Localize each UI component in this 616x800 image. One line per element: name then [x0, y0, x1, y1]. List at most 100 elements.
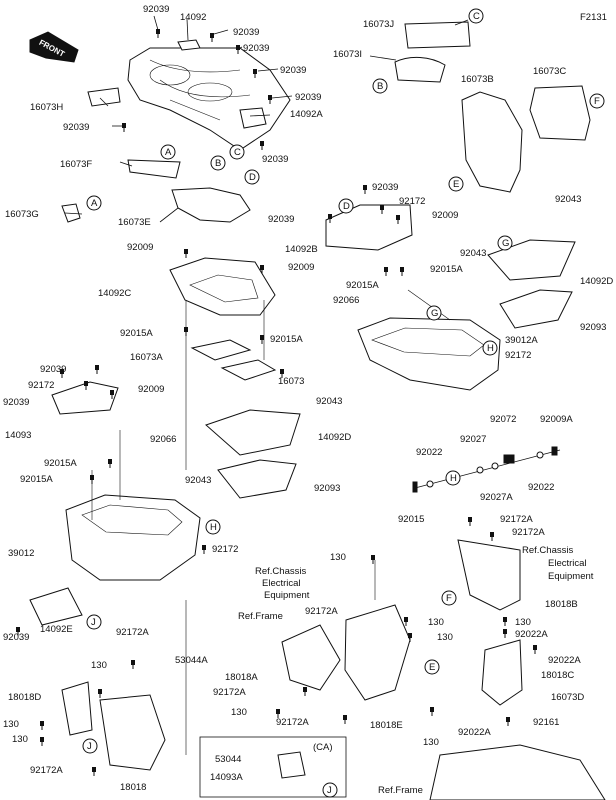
part-label-92039-i: 92039	[268, 214, 294, 225]
part-label-92043-a: 92043	[555, 194, 581, 205]
part-label-130-h: 130	[3, 719, 19, 730]
part-label-92039-d: 92039	[280, 65, 306, 76]
svg-text:J: J	[327, 785, 332, 796]
part-label-92009a: 92009A	[540, 414, 573, 425]
part-label-14092a: 14092A	[290, 109, 323, 120]
part-label-92039-l: 92039	[3, 632, 29, 643]
part-label-14093: 14093	[5, 430, 31, 441]
callout-b-1: B	[372, 78, 388, 94]
part-label-92172a-b: 92172A	[512, 527, 545, 538]
part-label-92015a-a: 92015A	[430, 264, 463, 275]
callout-h-3: H	[205, 519, 221, 535]
part-label-92161: 92161	[533, 717, 559, 728]
part-label-92027: 92027	[460, 434, 486, 445]
left-storage-box	[51, 381, 301, 581]
ref-chassis-note-top: Ref.Chassis Electrical Equipment	[255, 566, 310, 601]
part-label-92172a-a: 92172A	[500, 514, 533, 525]
left-upper-tray	[169, 257, 277, 381]
part-label-92039-e: 92039	[295, 92, 321, 103]
svg-text:G: G	[431, 308, 438, 319]
svg-text:C: C	[473, 11, 480, 22]
svg-text:A: A	[91, 198, 98, 209]
part-label-92022a-a: 92022A	[515, 629, 548, 640]
part-label-92172a-c: 92172A	[116, 627, 149, 638]
svg-text:E: E	[453, 179, 459, 190]
svg-text:F: F	[594, 96, 600, 107]
part-label-92066-a: 92066	[333, 295, 359, 306]
ref-frame-mid: Ref.Frame	[238, 611, 283, 622]
part-label-53044a: 53044A	[175, 655, 208, 666]
ref-chassis-top-line3: Equipment	[264, 590, 310, 601]
part-label-92039-c: 92039	[243, 43, 269, 54]
ca-box-title: (CA)	[313, 742, 333, 753]
part-label-130-g: 130	[91, 660, 107, 671]
part-label-16073c: 16073C	[533, 66, 566, 77]
callout-j-3: J	[322, 782, 338, 798]
part-label-130-c: 130	[515, 617, 531, 628]
part-label-92172a-e: 92172A	[213, 687, 246, 698]
part-label-14092d-b: 14092D	[318, 432, 351, 443]
svg-text:D: D	[343, 201, 350, 212]
part-label-16073e: 16073E	[118, 217, 151, 228]
part-label-92039-j: 92039	[40, 364, 66, 375]
part-label-16073i: 16073I	[333, 49, 362, 60]
part-label-92027a: 92027A	[480, 492, 513, 503]
part-label-92172-d: 92172	[212, 544, 238, 555]
svg-text:H: H	[487, 343, 494, 354]
callout-e-1: E	[448, 176, 464, 192]
callout-g-1: G	[497, 235, 513, 251]
part-label-92039-h: 92039	[372, 182, 398, 193]
ref-chassis-top-line1: Ref.Chassis	[255, 566, 306, 577]
part-label-39012a: 39012A	[505, 335, 538, 346]
svg-text:J: J	[87, 741, 92, 752]
callout-a-2: A	[86, 195, 102, 211]
svg-text:E: E	[429, 662, 435, 673]
front-arrow-icon: FRONT	[29, 31, 79, 63]
part-label-92009-a: 92009	[432, 210, 458, 221]
part-label-53044: 53044	[215, 754, 241, 765]
part-label-18018e: 18018E	[370, 720, 403, 731]
part-label-92022-a: 92022	[416, 447, 442, 458]
callout-circles: A B B C C D D E E A F F G G H H H J J J	[82, 8, 605, 798]
part-label-92172-b: 92172	[505, 350, 531, 361]
part-label-130-a: 130	[330, 552, 346, 563]
part-label-16073b: 16073B	[461, 74, 494, 85]
part-label-92043-b: 92043	[460, 248, 486, 259]
callout-d-2: D	[338, 198, 354, 214]
part-label-92093-a: 92093	[580, 322, 606, 333]
part-label-16073h: 16073H	[30, 102, 63, 113]
part-label-92043-c: 92043	[316, 396, 342, 407]
ref-frame-bottom: Ref.Frame	[378, 785, 423, 796]
part-label-92009-b: 92009	[127, 242, 153, 253]
part-label-16073f: 16073F	[60, 159, 92, 170]
callout-j-1: J	[86, 614, 102, 630]
part-label-92172a-d: 92172A	[305, 606, 338, 617]
ref-chassis-top-line2: Electrical	[262, 578, 301, 589]
top-right-covers	[394, 21, 591, 193]
callout-h-1: H	[482, 340, 498, 356]
part-label-92039-g: 92039	[262, 154, 288, 165]
part-label-92015: 92015	[398, 514, 424, 525]
part-label-92172-c: 92172	[28, 380, 54, 391]
part-label-39012: 39012	[8, 548, 34, 559]
ref-chassis-right-line3: Equipment	[548, 571, 594, 582]
part-label-14092c: 14092C	[98, 288, 131, 299]
svg-text:A: A	[165, 147, 172, 158]
callout-c-2: C	[229, 144, 245, 160]
part-label-92015a-d: 92015A	[270, 334, 303, 345]
part-label-14092e: 14092E	[40, 624, 73, 635]
part-label-92015a-e: 92015A	[44, 458, 77, 469]
svg-text:J: J	[91, 617, 96, 628]
part-label-130-i: 130	[12, 734, 28, 745]
part-label-92066-b: 92066	[150, 434, 176, 445]
part-label-92039-k: 92039	[3, 397, 29, 408]
ref-chassis-right-line1: Ref.Chassis	[522, 545, 573, 556]
figure-code: F2131	[580, 12, 607, 23]
part-label-92093-b: 92093	[314, 483, 340, 494]
callout-h-2: H	[445, 470, 461, 486]
part-label-18018d: 18018D	[8, 692, 41, 703]
part-label-92015a-f: 92015A	[20, 474, 53, 485]
part-label-92043-d: 92043	[185, 475, 211, 486]
hardware-stack	[412, 446, 561, 493]
